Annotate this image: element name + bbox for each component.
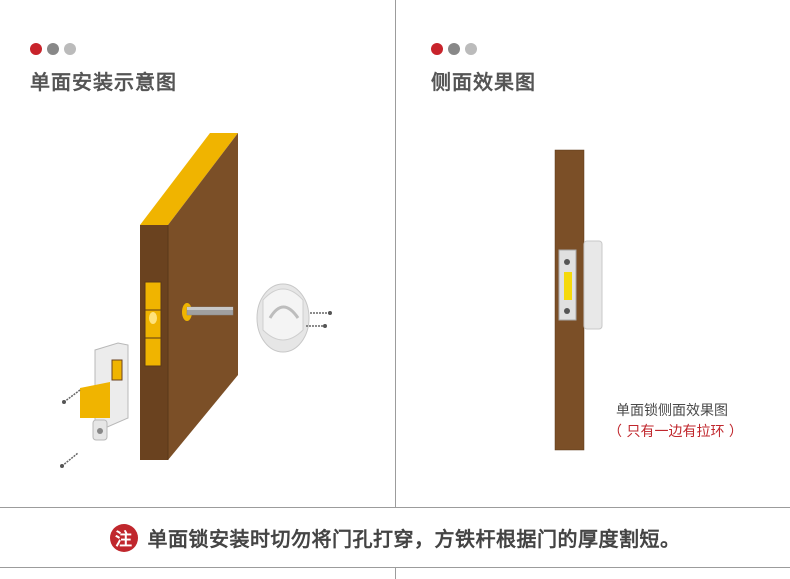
dot-red — [30, 43, 42, 55]
dot-grey — [448, 43, 460, 55]
caption-note: （ 只有一边有拉环 ） — [608, 424, 743, 440]
dots-indicator — [30, 43, 76, 55]
screw-icon — [60, 389, 81, 468]
handle-icon — [256, 283, 310, 353]
door-icon — [140, 133, 238, 460]
note-text: 单面锁安装时切勿将门孔打穿，方铁杆根据门的厚度割短。 — [147, 527, 681, 551]
latch-icon — [80, 342, 129, 441]
dot-grey — [47, 43, 59, 55]
installation-diagram — [60, 133, 332, 468]
horizontal-divider-bottom — [0, 567, 790, 568]
rod-icon — [186, 306, 234, 316]
caption: 单面锁侧面效果图 — [616, 403, 728, 419]
section-title: 侧面效果图 — [431, 70, 536, 94]
screw-icon — [306, 311, 332, 328]
note-badge: 注 — [109, 523, 138, 552]
left-panel: 单面安装示意图 — [0, 0, 395, 507]
dot-light — [465, 43, 477, 55]
section-title: 单面安装示意图 — [30, 70, 177, 94]
vertical-divider — [395, 0, 396, 507]
vertical-divider-bottom — [395, 568, 396, 579]
right-panel: 侧面效果图 单面锁侧面效果图 （ 只有一边有拉环 ） — [396, 0, 790, 507]
dots-indicator — [431, 43, 477, 55]
lock-plate-icon — [558, 240, 603, 330]
horizontal-divider-top — [0, 507, 790, 508]
dot-red — [431, 43, 443, 55]
dot-light — [64, 43, 76, 55]
side-view-diagram — [554, 149, 603, 451]
note-bar: 注 单面锁安装时切勿将门孔打穿，方铁杆根据门的厚度割短。 — [0, 508, 790, 567]
